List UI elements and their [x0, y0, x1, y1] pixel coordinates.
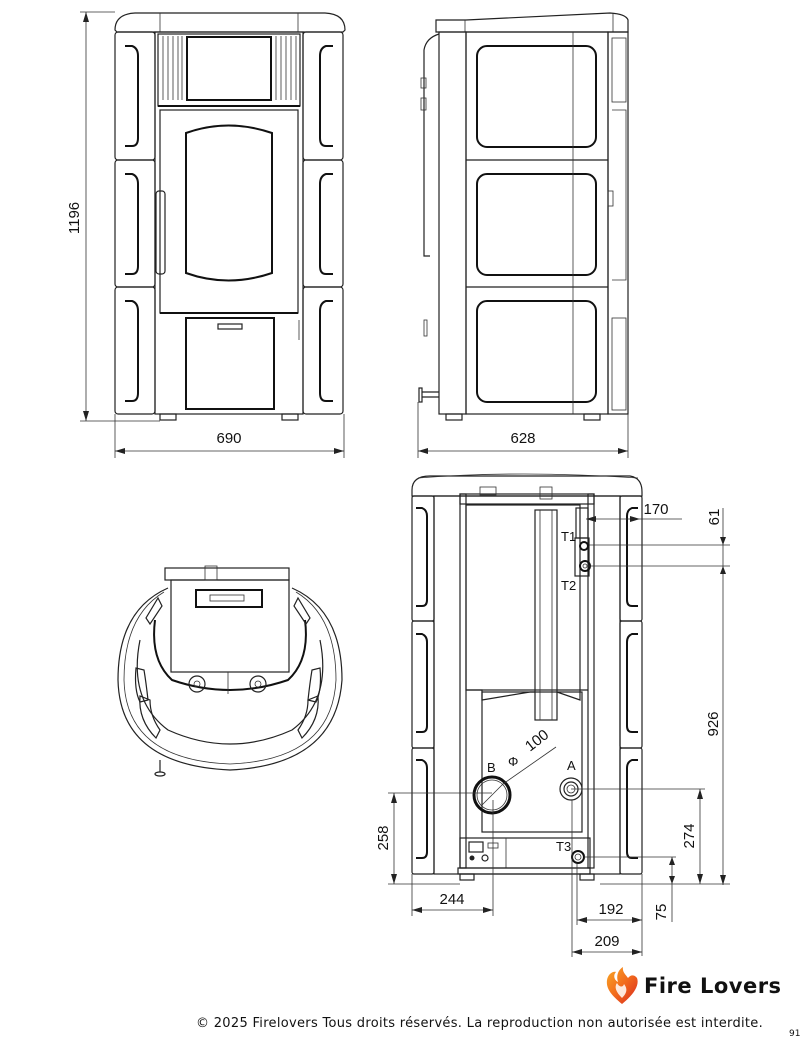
label-t2: T2 [561, 578, 576, 593]
dim-61: 61 [706, 509, 723, 526]
label-t3: T3 [556, 839, 571, 854]
dim-244: 244 [439, 891, 464, 908]
dim-170: 170 [643, 501, 668, 518]
diameter-symbol: Φ [508, 754, 518, 769]
dim-75: 75 [653, 904, 670, 921]
label-t1: T1 [561, 529, 576, 544]
dim-258: 258 [375, 825, 392, 850]
dim-diameter-100: 100 [522, 726, 552, 755]
dim-926: 926 [705, 711, 722, 736]
front-view: 1196 690 [66, 11, 346, 458]
dim-width-690: 690 [216, 430, 241, 447]
copyright-notice: © 2025 Firelovers Tous droits réservés. … [196, 1016, 764, 1031]
dim-274: 274 [681, 823, 698, 848]
page-marker: 91 [789, 1029, 800, 1039]
label-a: A [567, 758, 576, 773]
dim-height-1196: 1196 [66, 202, 83, 234]
label-b: B [487, 760, 496, 775]
dim-depth-628: 628 [510, 430, 535, 447]
brand-logo[interactable]: Fire Lovers [604, 966, 782, 1006]
flame-heart-icon [606, 967, 638, 1004]
top-view [117, 565, 343, 777]
side-view: 628 [417, 12, 629, 458]
rear-view: T1 T2 B Φ 100 A T3 170 [375, 473, 730, 957]
brand-name: Fire Lovers [644, 974, 782, 998]
dim-192: 192 [598, 901, 623, 918]
dim-209: 209 [594, 933, 619, 950]
